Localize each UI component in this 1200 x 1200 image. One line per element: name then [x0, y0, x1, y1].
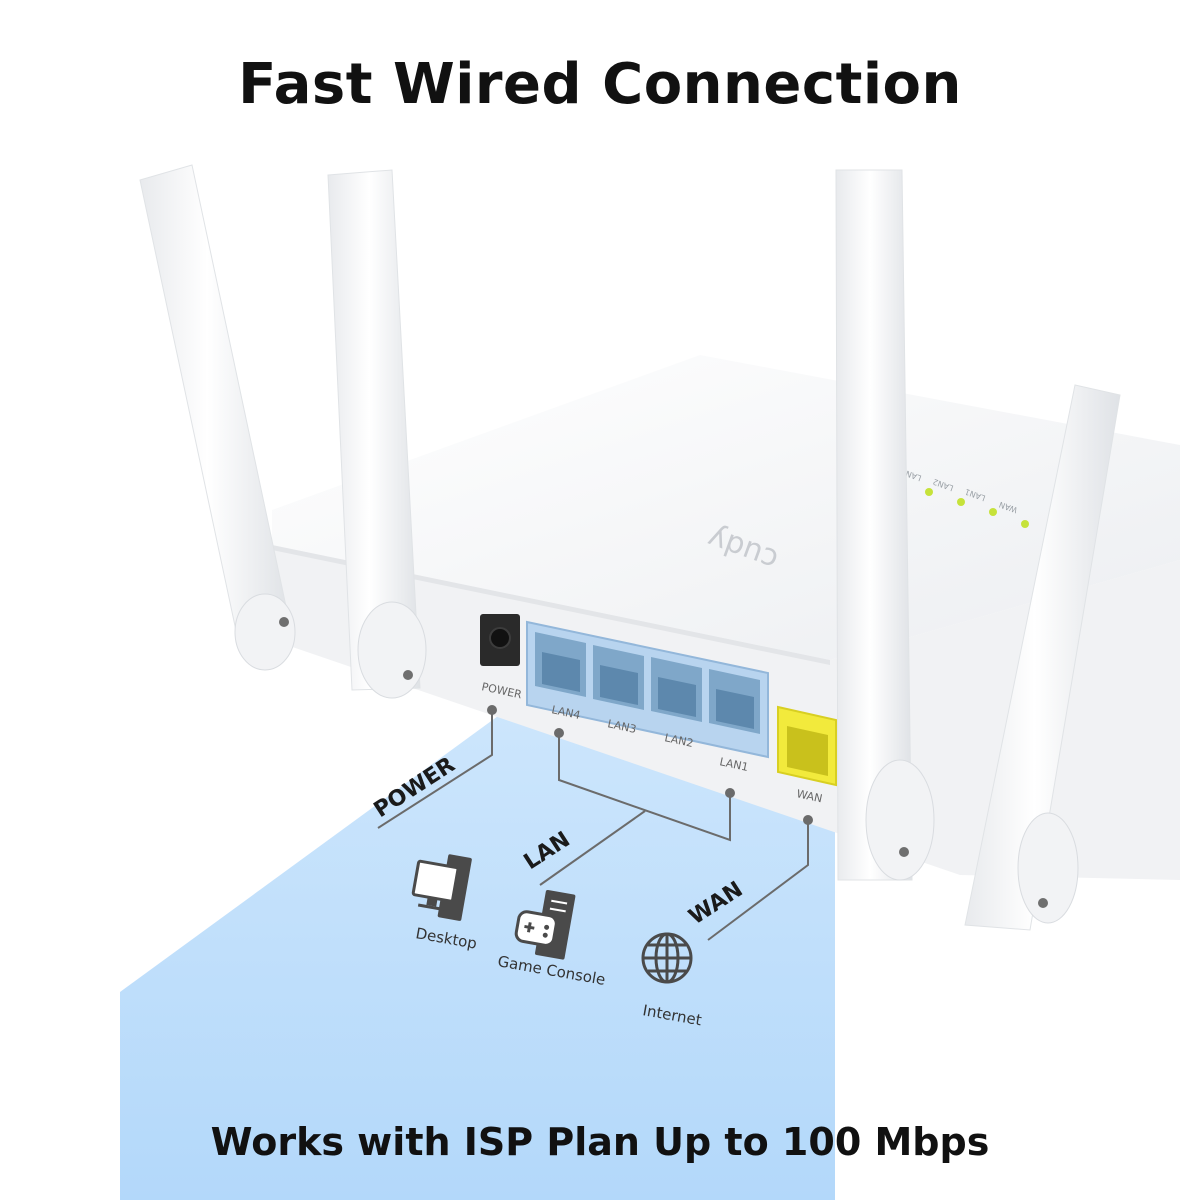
desktop-icon: [411, 854, 472, 921]
lan3-port: [593, 645, 644, 710]
connector-lines: [377, 705, 813, 941]
wan-port-label: WAN: [795, 787, 823, 805]
lan1-port-label: LAN1: [718, 755, 749, 774]
globe-icon: [641, 932, 693, 984]
lan4-port-label: LAN4: [550, 703, 581, 722]
wan-connector: [707, 820, 809, 941]
lan-connector: [558, 733, 731, 842]
lan3-port-label: LAN3: [606, 717, 637, 736]
led-lan1: [989, 508, 997, 516]
power-connector: [377, 710, 493, 829]
lan1-port: [709, 669, 760, 734]
connection-beam: [120, 700, 835, 1200]
antenna-right-outer: [964, 384, 1121, 931]
router-top-surface: [272, 355, 1180, 660]
antenna-left-inner: [327, 169, 427, 699]
antenna-left-outer: [139, 164, 296, 671]
wan-port: [777, 705, 837, 787]
lan-port-frame: [526, 620, 769, 759]
lan2-port-label: LAN2: [663, 731, 694, 750]
antenna-right-inner: [835, 169, 935, 881]
page-title: Fast Wired Connection: [238, 52, 962, 117]
lan2-port: [651, 657, 702, 722]
lan4-port: [535, 632, 586, 697]
led-lan3: [925, 488, 933, 496]
router: cudy WAN LAN1 LAN2 LAN3 POWER: [272, 355, 1180, 880]
game-console-icon: [514, 889, 576, 960]
led-wan: [1021, 520, 1029, 528]
led-lan2: [957, 498, 965, 506]
page-subtitle: Works with ISP Plan Up to 100 Mbps: [210, 1120, 990, 1164]
